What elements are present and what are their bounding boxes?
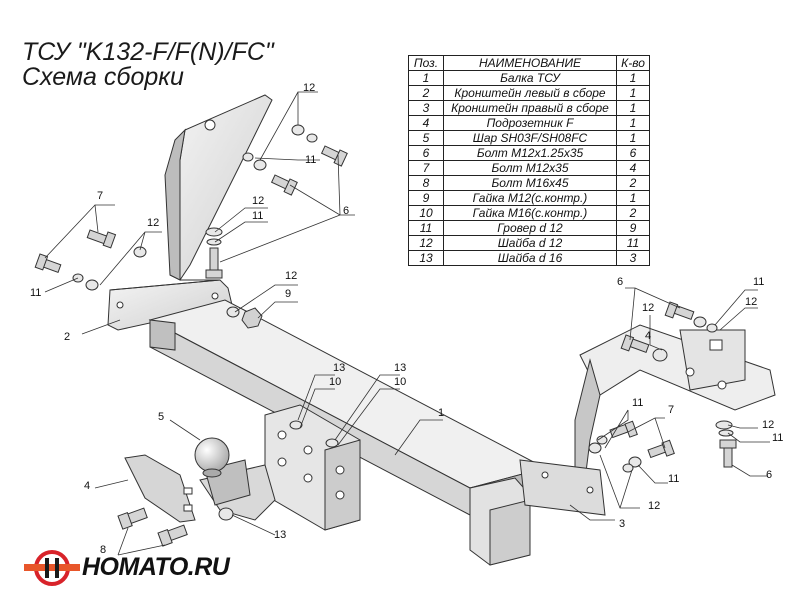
right-bracket (519, 324, 776, 516)
callout-c12d: 12 (285, 270, 297, 282)
cell-name: Кронштейн левый в сборе (443, 85, 617, 101)
cell-name: Шар SH03F/SH08FC (443, 130, 617, 146)
col-header-position: Поз. (408, 55, 444, 71)
callout-c6c: 6 (766, 469, 772, 481)
cell-position: 13 (408, 250, 444, 266)
bolt-6-vertical-left (205, 247, 223, 279)
callout-c6a: 6 (343, 205, 349, 217)
callout-c12a: 12 (303, 82, 315, 94)
cell-name: Болт М12x1.25x35 (443, 145, 617, 161)
cell-name: Шайба d 16 (443, 250, 617, 266)
callout-c7b: 7 (668, 404, 674, 416)
callout-c11g: 11 (772, 432, 783, 444)
bolt-6-right-a (664, 301, 695, 320)
callout-c1: 1 (438, 407, 444, 419)
bolt-7-right-a (609, 420, 638, 439)
callout-c6b: 6 (617, 276, 623, 288)
callout-c2: 2 (64, 331, 70, 343)
bolt-6-left-b (270, 174, 298, 196)
leader-lines (44, 91, 770, 556)
bolt-6-vertical-right (719, 439, 737, 468)
bolt-6-left-a (320, 145, 348, 167)
callout-c13b: 13 (394, 362, 406, 374)
callout-c11e: 11 (632, 397, 643, 409)
callout-c13a: 13 (333, 362, 345, 374)
callout-c12g: 12 (762, 419, 774, 431)
page-subtitle: Схема сборки (22, 63, 184, 91)
brand-logo-text: HOMATO.RU (82, 553, 230, 581)
homato-logo-icon (24, 550, 80, 586)
callout-c5: 5 (158, 411, 164, 423)
callout-c10a: 10 (329, 376, 341, 388)
callout-c11f: 11 (668, 473, 679, 485)
callout-c11a: 11 (305, 154, 316, 166)
callout-c4: 4 (84, 480, 90, 492)
bolt-8-b (157, 524, 188, 547)
callout-c12f: 12 (642, 302, 654, 314)
callout-c11b: 11 (30, 287, 41, 299)
callout-c3: 3 (619, 518, 625, 530)
callout-c12e: 12 (745, 296, 757, 308)
cell-name: Гайка М12(с.контр.) (443, 190, 617, 206)
callout-c7a: 7 (97, 190, 103, 202)
bolt-8-a (117, 507, 148, 530)
callout-c4b: 4 (645, 330, 651, 342)
cell-quantity: 2 (616, 205, 650, 221)
page-title: ТСУ "K132-F/F(N)/FC" (22, 38, 274, 66)
callout-c8: 8 (100, 544, 106, 556)
socket-plate (124, 454, 196, 523)
cell-name: Гайка М16(с.контр.) (443, 205, 617, 221)
callout-c12h: 12 (648, 500, 660, 512)
bolt-7-right-b (647, 439, 675, 459)
tow-ball (194, 437, 276, 521)
callout-c10b: 10 (394, 376, 406, 388)
cell-quantity: 3 (616, 250, 650, 266)
callout-c12c: 12 (252, 195, 264, 207)
center-mount-plate (264, 404, 361, 531)
callout-c9: 9 (285, 288, 291, 300)
bolt-7-left-a (86, 229, 117, 249)
bolt-7-left-b (34, 253, 62, 273)
left-bracket (107, 94, 273, 331)
cell-position: 11 (408, 220, 444, 236)
parts-table-header-row: Поз. НАИМЕНОВАНИЕ К-во (408, 55, 650, 71)
callout-c11d: 11 (753, 276, 764, 288)
cell-name: Подрозетник F (443, 115, 617, 131)
callout-c11c: 11 (252, 210, 263, 222)
callout-c12b: 12 (147, 217, 159, 229)
cell-quantity: 1 (616, 130, 650, 146)
callout-c13c: 13 (274, 529, 286, 541)
